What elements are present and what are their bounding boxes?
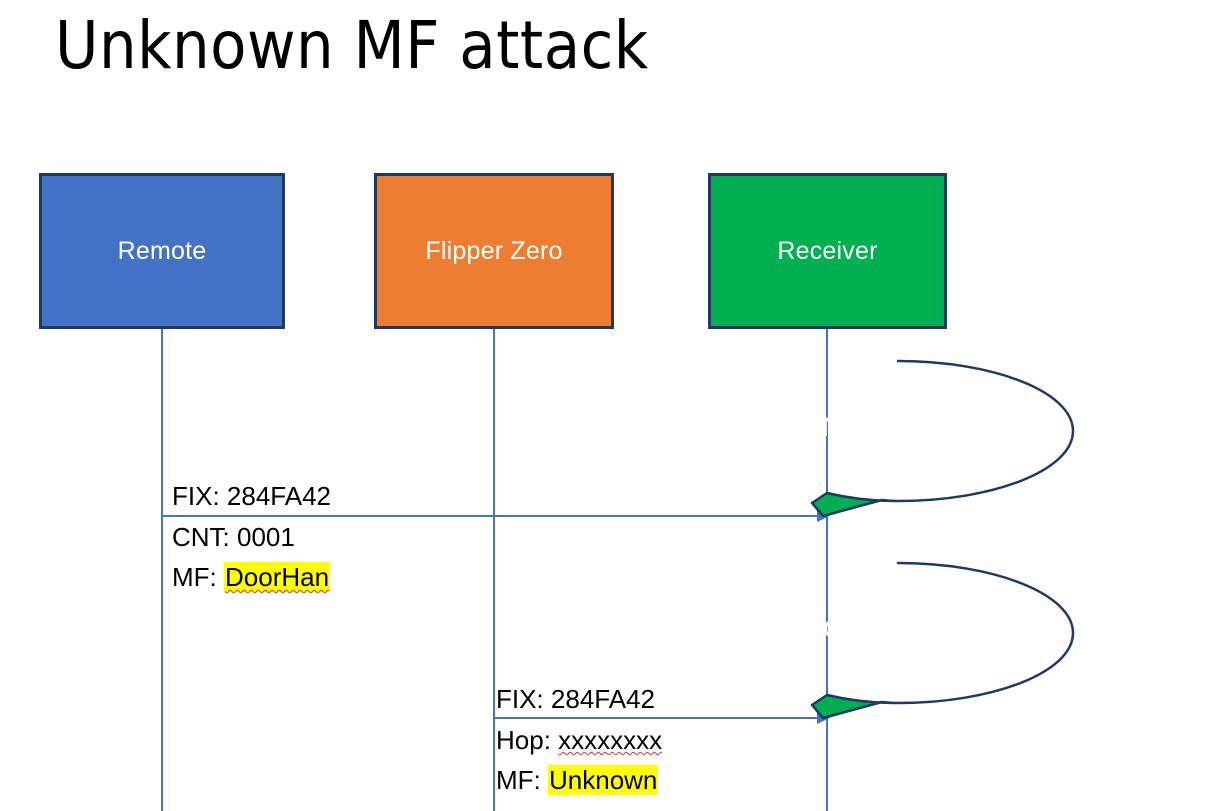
speech-bubble-shape-1: [810, 359, 1075, 518]
message-2-line-3: MF: Unknown: [496, 760, 662, 800]
actor-label-flipper-zero: Flipper Zero: [425, 236, 563, 265]
actor-label-remote: Remote: [117, 236, 207, 265]
actor-label-receiver: Receiver: [777, 236, 878, 265]
message-1-mf-value: DoorHan: [224, 562, 331, 592]
lifeline-remote: [161, 329, 163, 811]
message-2-line-2: Hop: xxxxxxxx: [496, 720, 662, 760]
message-1-line-2: CNT: 0001: [172, 522, 295, 552]
message-1-line-3: MF: DoorHan: [172, 557, 331, 597]
message-2-hop-label: Hop:: [496, 725, 559, 755]
message-2-line-1: FIX: 284FA42: [496, 684, 655, 714]
speech-bubble-receiver-1[interactable]: FIX good CNT 0001 good “Opened”: [722, 359, 1075, 520]
message-1-mf-label: MF:: [172, 562, 224, 592]
message-1-line-1: FIX: 284FA42: [172, 481, 331, 511]
message-2-body: Hop: xxxxxxxx MF: Unknown: [496, 720, 662, 800]
message-1-body: CNT: 0001 MF: DoorHan: [172, 517, 331, 597]
message-2-mf-value: Unknown: [548, 765, 659, 795]
lifeline-receiver: [826, 329, 828, 811]
lifeline-flipper-zero: [493, 329, 495, 811]
message-2-hop-value: xxxxxxxx: [558, 725, 663, 755]
speech-bubble-receiver-2[interactable]: FIX good CNT is ???? “Opened”: [722, 561, 1075, 722]
actor-box-remote[interactable]: Remote: [39, 173, 285, 329]
speech-bubble-shape-2: [810, 561, 1075, 720]
message-2-mf-label: MF:: [496, 765, 548, 795]
actor-box-receiver[interactable]: Receiver: [708, 173, 947, 329]
page-title: Unknown MF attack: [55, 7, 649, 84]
actor-box-flipper-zero[interactable]: Flipper Zero: [374, 173, 614, 329]
